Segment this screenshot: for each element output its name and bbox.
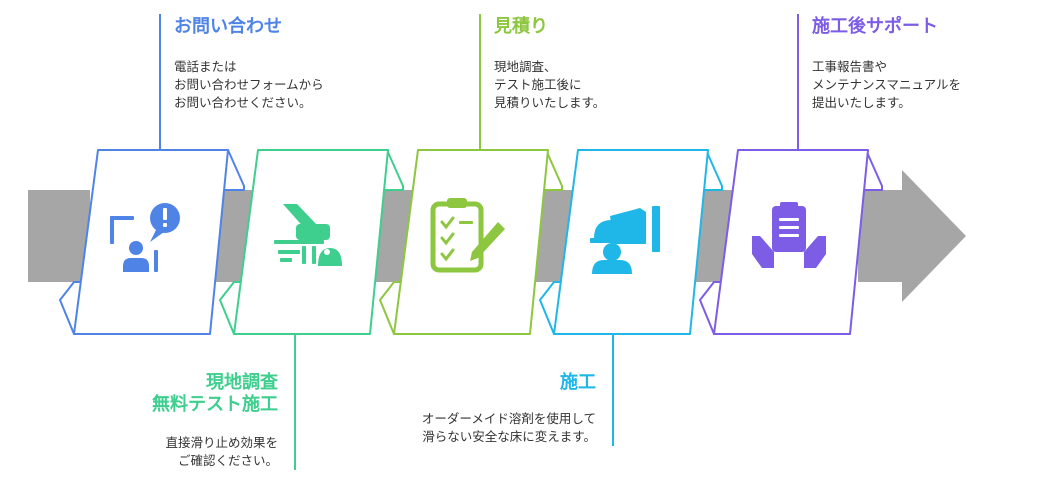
track-segment-left	[28, 190, 90, 282]
step-1-desc-line: 電話または	[174, 59, 237, 74]
step-5-desc-line: 工事報告書や	[812, 59, 888, 74]
step-5-description: 工事報告書や メンテナンスマニュアルを 提出いたします。	[812, 58, 961, 112]
step-4-title: 施工	[560, 372, 596, 393]
step-3-title: 見積り	[494, 16, 548, 37]
step-card-4	[539, 149, 723, 335]
step-2-description: 直接滑り止め効果を ご確認ください。	[165, 434, 278, 470]
step-5-desc-line: 提出いたします。	[812, 95, 911, 110]
hands-holding-document-icon	[752, 202, 826, 268]
step-3-desc-line: テスト施工後に	[494, 77, 582, 92]
step-2-title-line: 現地調査	[206, 372, 278, 393]
step-2-desc-line: ご確認ください。	[177, 453, 278, 468]
step-5-title: 施工後サポート	[812, 16, 938, 37]
step-3-desc-line: 現地調査、	[494, 59, 557, 74]
step-2-title: 現地調査 無料テスト施工	[152, 372, 278, 416]
step-1-desc-line: お問い合わせフォームから	[174, 77, 324, 92]
step-3-description: 現地調査、 テスト施工後に 見積りいたします。	[494, 58, 605, 112]
step-4-desc-line: 滑らない安全な床に変えます。	[422, 429, 596, 444]
step-3-desc-line: 見積りいたします。	[494, 95, 606, 110]
step-4-description: オーダーメイド溶剤を使用して 滑らない安全な床に変えます。	[422, 410, 596, 446]
clipboard-checklist-pen-icon	[430, 198, 505, 273]
card-body	[393, 149, 549, 335]
step-card-1	[59, 149, 245, 335]
connector-line-step-4	[612, 334, 614, 446]
arrow-head	[858, 170, 966, 302]
connector-line-step-5	[797, 14, 799, 150]
step-card-5	[699, 149, 883, 335]
step-card-2	[219, 149, 404, 335]
connector-line-step-3	[479, 14, 481, 150]
connector-line-step-2	[294, 334, 296, 470]
card-body	[73, 149, 229, 335]
person-board-alert-icon	[110, 203, 180, 272]
step-1-desc-line: お問い合わせください。	[174, 95, 312, 110]
step-4-desc-line: オーダーメイド溶剤を使用して	[421, 411, 596, 426]
step-5-desc-line: メンテナンスマニュアルを	[812, 77, 962, 92]
connector-line-step-1	[159, 14, 161, 150]
floor-sweeper-icon	[274, 204, 342, 266]
step-card-3	[379, 149, 563, 335]
step-1-title: お問い合わせ	[174, 16, 282, 37]
step-1-description: 電話または お問い合わせフォームから お問い合わせください。	[174, 58, 324, 112]
construction-worker-icon	[590, 206, 660, 274]
step-2-desc-line: 直接滑り止め効果を	[165, 435, 278, 450]
step-2-title-line: 無料テスト施工	[152, 394, 278, 415]
